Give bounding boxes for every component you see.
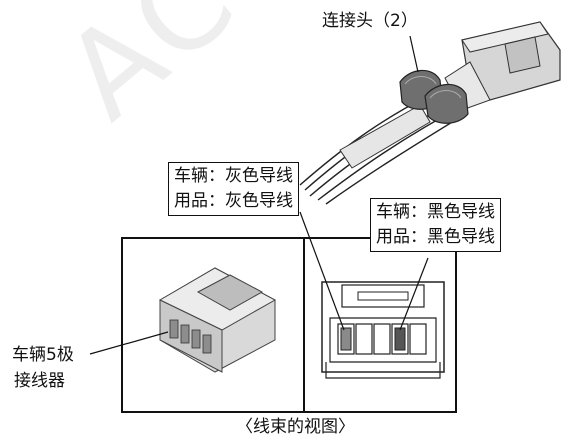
terminal-black bbox=[394, 327, 406, 351]
terminal-gray bbox=[340, 327, 352, 351]
black-wire-vehicle: 车辆：黑色导线 bbox=[376, 202, 495, 222]
leader-black bbox=[399, 257, 429, 331]
connector-clip-right bbox=[424, 83, 469, 124]
harness-view-caption: 〈线束的视图〉 bbox=[236, 417, 355, 437]
harness-view-frame bbox=[121, 237, 457, 413]
black-wire-box: 车辆：黑色导线 用品：黑色导线 bbox=[370, 198, 501, 252]
upper-connector bbox=[444, 21, 561, 111]
leader-5pin bbox=[89, 331, 169, 355]
gray-wire-box: 车辆：灰色导线 用品：灰色导线 bbox=[168, 162, 299, 216]
black-wire-accessory: 用品：黑色导线 bbox=[376, 227, 495, 247]
connector-label: 连接头（2） bbox=[322, 11, 418, 31]
wire-sheath bbox=[339, 104, 431, 169]
vehicle-5pin-connector bbox=[158, 267, 277, 373]
leader-connector bbox=[409, 35, 419, 73]
gray-wire-accessory: 用品：灰色导线 bbox=[174, 191, 293, 211]
vehicle-5pin-label-1: 车辆5极 bbox=[12, 345, 74, 365]
gray-wire-vehicle: 车辆：灰色导线 bbox=[174, 166, 293, 186]
terminal-view bbox=[321, 281, 445, 379]
leader-gray bbox=[299, 211, 345, 331]
vehicle-5pin-label-2: 接线器 bbox=[14, 371, 65, 391]
